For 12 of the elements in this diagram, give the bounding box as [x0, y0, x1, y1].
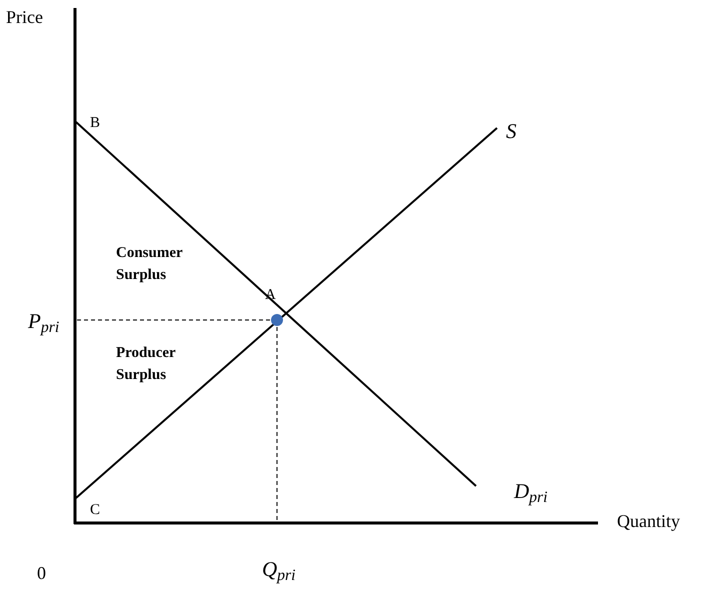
origin-label: 0 [37, 562, 46, 585]
axis-title: Quantity [617, 510, 680, 533]
curve-label: D$_{pri}$ [514, 478, 548, 508]
point-label: A [265, 288, 276, 303]
area-label: Consumer Surplus [116, 244, 184, 285]
quantity-level-label: Q$_{pri}$ [262, 556, 296, 586]
axis-title: Price [6, 6, 43, 29]
point-label: B [90, 114, 100, 133]
price-level-label: P$_{pri}$ [28, 308, 60, 338]
point-label: C [90, 503, 100, 518]
area-label: Producer Surplus [116, 344, 176, 385]
curve-label: S [506, 118, 516, 145]
